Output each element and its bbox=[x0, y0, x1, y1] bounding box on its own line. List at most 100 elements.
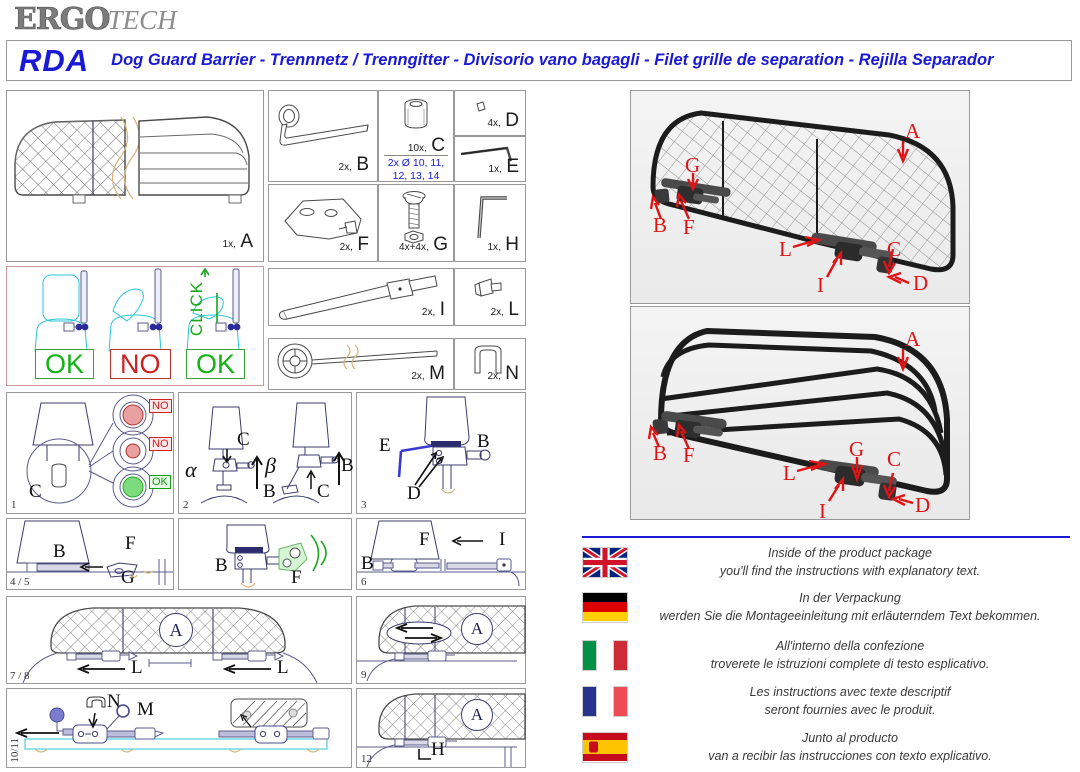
step-1-number: 1 bbox=[11, 499, 17, 511]
panel-part-h: 1x, H bbox=[454, 184, 526, 262]
part-n-qty: 2x, N bbox=[487, 363, 519, 384]
part-c-qty: 10x, C bbox=[407, 135, 445, 156]
step-12-number: 12 bbox=[361, 753, 372, 765]
uk-flag bbox=[582, 546, 628, 578]
part-h-qty: 1x, H bbox=[487, 234, 519, 255]
panel-step-1: C NO NO OK 1 bbox=[6, 392, 174, 514]
part-d-qty: 4x, D bbox=[487, 110, 519, 131]
mesh-label-a: A bbox=[905, 119, 921, 143]
step-2-label-b-2: B bbox=[341, 455, 354, 476]
bar-label-c: C bbox=[887, 447, 902, 471]
part-c-note-line1: 2x Ø 10, 11, bbox=[387, 157, 445, 169]
step-12-label-h: H bbox=[431, 739, 445, 760]
step-6-number: 6 bbox=[361, 576, 367, 588]
spanish-line-1: Junto al producto bbox=[802, 730, 898, 745]
panel-product-overview: 1x, A bbox=[6, 90, 264, 262]
brand-logo: ERGO TECH bbox=[14, 2, 177, 38]
part-c-drawing bbox=[404, 99, 428, 129]
part-i-qty: 2x, I bbox=[421, 299, 445, 320]
fit-ok-right: OK bbox=[186, 348, 246, 379]
panel-part-b: 2x, B bbox=[268, 90, 378, 182]
step-78-circle-a: A bbox=[159, 613, 193, 647]
step-2-label-b-1: B bbox=[263, 481, 276, 502]
italy-flag bbox=[582, 639, 628, 671]
step-1-drawing bbox=[26, 394, 154, 508]
step-2-label-c-2: C bbox=[317, 481, 330, 502]
fit-no-middle: NO bbox=[110, 348, 171, 379]
germany-flag bbox=[582, 591, 628, 623]
bar-label-i: I bbox=[819, 499, 826, 520]
part-e-qty: 1x, E bbox=[488, 156, 519, 177]
step-1011-label-n: N bbox=[107, 691, 121, 712]
panel-part-n: 2x, N bbox=[454, 338, 526, 390]
spain-flag bbox=[582, 731, 628, 763]
part-f-drawing bbox=[284, 198, 362, 240]
bar-label-f: F bbox=[683, 443, 695, 467]
panel-step-78: A L L 7 / 8 bbox=[6, 596, 352, 684]
step-3-label-b: B bbox=[477, 431, 490, 452]
part-g-drawing bbox=[402, 191, 426, 244]
step-6-drawing bbox=[357, 520, 525, 587]
language-text-english: Inside of the product package you'll fin… bbox=[628, 544, 1072, 580]
language-row-german: In der Verpackung werden Sie die Montage… bbox=[582, 588, 1072, 626]
step-1-tag-no-2: NO bbox=[149, 437, 172, 451]
panel-part-d: 4x, D bbox=[454, 90, 526, 136]
part-l-drawing bbox=[474, 278, 502, 297]
language-text-german: In der Verpackung werden Sie die Montage… bbox=[628, 589, 1072, 625]
panel-part-c: 10x, C 2x Ø 10, 11, 12, 13, 14 bbox=[378, 90, 454, 182]
panel-part-m: 2x, M bbox=[268, 338, 454, 390]
bar-label-b: B bbox=[653, 441, 668, 465]
bar-label-a: A bbox=[905, 327, 921, 351]
fit-ok-left: OK bbox=[35, 348, 95, 379]
english-line-2: you'll find the instructions with explan… bbox=[719, 564, 981, 578]
german-line-1: In der Verpackung bbox=[799, 590, 901, 605]
step-1-tag-no-1: NO bbox=[149, 399, 172, 413]
french-line-1: Les instructions avec texte descriptif bbox=[749, 684, 951, 699]
mesh-label-i: I bbox=[817, 273, 824, 297]
part-g-qty: 4x+4x, G bbox=[399, 234, 448, 255]
part-n-drawing bbox=[474, 345, 502, 374]
step-3-label-d: D bbox=[407, 483, 421, 504]
step-mid-drawing bbox=[226, 524, 327, 588]
step-2-alpha: α bbox=[185, 457, 197, 482]
photo-bar-barrier: A B F L I G C D bbox=[630, 306, 970, 520]
step-9-number: 9 bbox=[361, 669, 367, 681]
mesh-label-g: G bbox=[685, 153, 701, 177]
language-row-italian: All'interno della confezione troverete l… bbox=[582, 636, 1072, 674]
panel-step-45: B F G 4 / 5 bbox=[6, 518, 174, 590]
step-12-circle-a: A bbox=[461, 699, 493, 731]
step-2-number: 2 bbox=[183, 499, 189, 511]
step-mid-label-b: B bbox=[215, 555, 228, 576]
mesh-label-d: D bbox=[913, 271, 929, 295]
step-45-label-b: B bbox=[53, 541, 66, 562]
panel-step-12: A H 12 bbox=[356, 688, 526, 768]
spanish-line-2: van a recibir las instrucciones con text… bbox=[708, 749, 992, 763]
bar-barrier-image bbox=[631, 307, 969, 519]
panel-step-3: E D B 3 bbox=[356, 392, 526, 514]
part-f-qty: 2x, F bbox=[339, 234, 369, 255]
product-overview-drawing bbox=[14, 116, 250, 204]
product-code: RDA bbox=[19, 42, 90, 78]
language-row-english: Inside of the product package you'll fin… bbox=[582, 543, 1072, 581]
page-title: Dog Guard Barrier - Trennnetz / Trenngit… bbox=[111, 51, 994, 69]
click-label: CLICK bbox=[187, 281, 206, 337]
panel-step-6: B F I 6 bbox=[356, 518, 526, 590]
panel-step-mid: B F bbox=[178, 518, 352, 590]
step-9-circle-a: A bbox=[461, 613, 493, 645]
part-a-qty: 1x, A bbox=[222, 231, 253, 252]
france-flag bbox=[582, 685, 628, 717]
part-m-drawing bbox=[277, 343, 438, 379]
step-1011-drawing bbox=[14, 696, 330, 753]
panel-step-2: α C B β B C 2 bbox=[178, 392, 354, 514]
french-line-2: seront fournies avec le produit. bbox=[764, 703, 936, 717]
title-bar: RDA Dog Guard Barrier - Trennnetz / Tren… bbox=[6, 40, 1072, 81]
step-45-label-f: F bbox=[125, 533, 136, 554]
german-line-2: werden Sie die Montageeinleitung mit erl… bbox=[659, 609, 1041, 623]
panel-fit-check: CLICK OK NO OK bbox=[6, 266, 264, 386]
part-m-qty: 2x, M bbox=[411, 363, 445, 384]
part-d-drawing bbox=[476, 101, 486, 112]
step-2-drawing bbox=[200, 402, 345, 504]
language-row-french: Les instructions avec texte descriptif s… bbox=[582, 682, 1072, 720]
bar-label-g: G bbox=[849, 437, 865, 461]
